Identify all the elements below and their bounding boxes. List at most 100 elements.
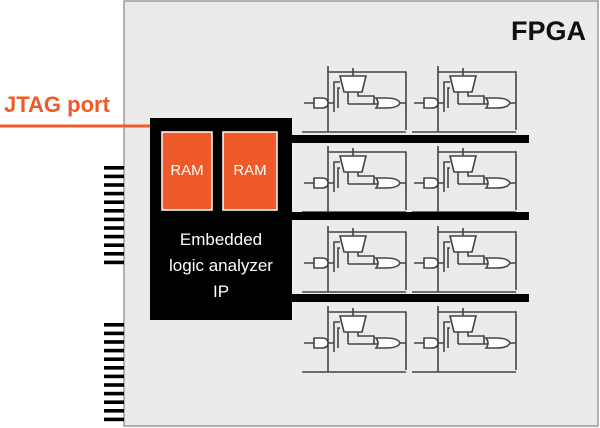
cell-wire — [443, 161, 450, 192]
io-pin — [104, 243, 124, 247]
or-gate-icon — [484, 97, 511, 109]
cell-wire — [348, 102, 406, 105]
logic-cell — [412, 146, 517, 213]
and-gate-icon — [313, 337, 329, 349]
io-pin — [104, 409, 124, 413]
io-pin — [104, 331, 124, 336]
io-pin — [104, 252, 124, 256]
and-gate-icon — [423, 337, 439, 349]
cell-routing-wire — [302, 306, 407, 373]
jtag-port: JTAG port — [0, 92, 150, 128]
cell-wire — [347, 228, 375, 264]
logic-cell — [302, 306, 407, 373]
io-pin-array — [104, 166, 124, 422]
multiplexer-icon — [448, 75, 478, 93]
or-gate-icon — [374, 177, 401, 189]
io-pin — [104, 200, 124, 204]
cell-wire — [458, 342, 516, 345]
cell-routing-wire — [412, 306, 517, 373]
logic-cell — [412, 306, 517, 373]
io-pin — [104, 400, 124, 404]
ram-block-2: RAM — [222, 131, 278, 211]
io-pin — [104, 209, 124, 213]
cell-wire — [457, 308, 485, 344]
routing-buses — [292, 135, 529, 302]
cell-wire — [458, 262, 516, 265]
cell-wire — [347, 308, 375, 344]
io-pin — [104, 226, 124, 230]
cell-wire — [333, 321, 340, 352]
ram-block-1: RAM — [161, 131, 213, 211]
or-gate-icon — [484, 177, 511, 189]
io-pin — [104, 366, 124, 370]
io-pin — [104, 217, 124, 222]
io-pin — [104, 166, 124, 170]
routing-bus — [292, 135, 529, 143]
io-pin — [104, 348, 124, 353]
io-pin — [104, 340, 124, 344]
multiplexer-icon — [338, 315, 368, 333]
cell-routing-wire — [412, 66, 517, 133]
ram-box — [161, 131, 213, 211]
or-gate-icon — [374, 337, 401, 349]
cell-wire — [348, 342, 406, 345]
cell-wire — [457, 148, 485, 184]
and-gate-icon — [423, 97, 439, 109]
io-pin — [104, 417, 124, 422]
cell-wire — [333, 81, 340, 112]
cell-wire — [347, 68, 375, 104]
io-pin — [104, 174, 124, 179]
cell-routing-wire — [302, 226, 407, 293]
multiplexer-icon — [338, 155, 368, 173]
routing-bus — [292, 212, 529, 220]
and-gate-icon — [423, 257, 439, 269]
or-gate-icon — [374, 97, 401, 109]
or-gate-icon — [484, 257, 511, 269]
io-pin — [104, 234, 124, 239]
cell-wire — [457, 68, 485, 104]
cell-wire — [333, 161, 340, 192]
multiplexer-icon — [448, 155, 478, 173]
cell-wire — [333, 241, 340, 272]
multiplexer-icon — [448, 235, 478, 253]
jtag-port-label: JTAG port — [4, 92, 111, 117]
and-gate-icon — [313, 177, 329, 189]
io-pin — [104, 374, 124, 379]
cell-wire — [348, 262, 406, 265]
cell-wire — [458, 102, 516, 105]
logic-analyzer-block: RAM RAM Embedded logic analyzer IP — [150, 118, 292, 320]
analyzer-label-line-2: logic analyzer — [169, 256, 273, 275]
routing-bus — [292, 294, 529, 302]
cell-wire — [443, 321, 450, 352]
io-pin — [104, 183, 124, 187]
multiplexer-icon — [338, 235, 368, 253]
and-gate-icon — [313, 257, 329, 269]
or-gate-icon — [484, 337, 511, 349]
and-gate-icon — [313, 97, 329, 109]
io-pin — [104, 357, 124, 361]
io-pin — [104, 383, 124, 387]
cell-wire — [347, 148, 375, 184]
cell-wire — [457, 228, 485, 264]
cell-routing-wire — [302, 66, 407, 133]
fpga-label: FPGA — [511, 16, 586, 46]
logic-cell — [412, 226, 517, 293]
io-pin — [104, 391, 124, 396]
logic-fabric — [302, 66, 517, 373]
logic-cell — [412, 66, 517, 133]
io-pin — [104, 323, 124, 327]
ram-box — [222, 131, 278, 211]
analyzer-label-line-1: Embedded — [180, 230, 262, 249]
logic-cell — [302, 226, 407, 293]
ram-label: RAM — [233, 162, 266, 179]
multiplexer-icon — [448, 315, 478, 333]
cell-routing-wire — [412, 226, 517, 293]
multiplexer-icon — [338, 75, 368, 93]
logic-cell — [302, 66, 407, 133]
cell-wire — [443, 241, 450, 272]
cell-wire — [458, 182, 516, 185]
cell-wire — [443, 81, 450, 112]
ram-label: RAM — [170, 162, 203, 179]
io-pin — [104, 191, 124, 196]
